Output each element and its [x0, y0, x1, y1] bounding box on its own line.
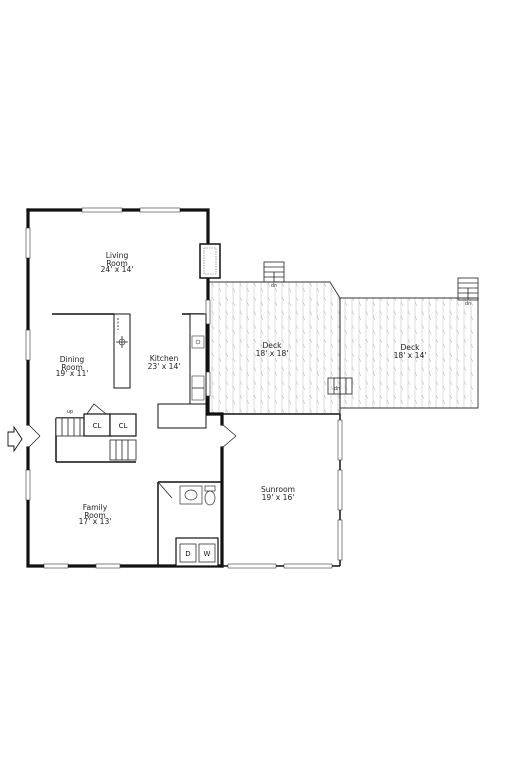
fireplace — [199, 243, 221, 279]
washer-label: W — [204, 550, 211, 558]
sunroom-size: 19' x 16' — [262, 493, 295, 502]
deck2-size: 18' x 14' — [394, 351, 427, 360]
sunroom-door — [221, 423, 237, 449]
laundry-area — [175, 537, 219, 567]
deck-stairs-2 — [457, 277, 479, 301]
sunroom-walls — [222, 413, 343, 569]
deck2-name: Deck — [400, 343, 420, 352]
family-size: 17' x 13' — [79, 517, 112, 526]
dining-size: 19' x 11' — [56, 369, 89, 378]
deck-stairs-3 — [327, 377, 353, 395]
stair-up-label: up — [67, 409, 73, 415]
front-door — [27, 423, 41, 449]
room-label-deck1: Deck 18' x 18' — [256, 341, 289, 358]
sunroom-name: Sunroom — [261, 485, 295, 494]
stair-dn-label-3: dn — [334, 386, 340, 392]
family-name-2: Room — [84, 511, 106, 520]
closet-b — [109, 413, 137, 437]
deck1-size: 18' x 18' — [256, 349, 289, 358]
closet-a-label: CL — [93, 422, 102, 430]
entry-arrow-icon — [7, 425, 23, 453]
living-name-2: Room — [106, 259, 128, 268]
closet-b-label: CL — [119, 422, 128, 430]
dining-name-1: Dining — [60, 355, 85, 364]
living-name-1: Living — [106, 251, 129, 260]
main-staircase — [55, 403, 137, 461]
kitchen-counter — [189, 313, 207, 405]
bathroom-fixtures — [179, 485, 216, 506]
stair-dn-label-2: dn — [465, 301, 471, 307]
kitchen-peninsula — [157, 403, 207, 429]
dryer-label: D — [185, 550, 190, 558]
stair-dn-label-1: dn — [271, 283, 277, 289]
room-label-sunroom: Sunroom 19' x 16' — [261, 485, 295, 502]
room-label-kitchen: Kitchen 23' x 14' — [148, 354, 181, 371]
family-name-1: Family — [83, 503, 108, 512]
windows — [25, 207, 211, 569]
dining-name-2: Room — [61, 363, 83, 372]
deck1-name: Deck — [262, 341, 282, 350]
deck-stairs-1 — [263, 261, 285, 283]
living-size: 24' x 14' — [101, 265, 134, 274]
room-label-deck2: Deck 18' x 14' — [394, 343, 427, 360]
kitchen-name: Kitchen — [150, 354, 179, 363]
kitchen-size: 23' x 14' — [148, 362, 181, 371]
kitchen-island — [113, 313, 131, 389]
bathroom-door — [157, 481, 173, 499]
